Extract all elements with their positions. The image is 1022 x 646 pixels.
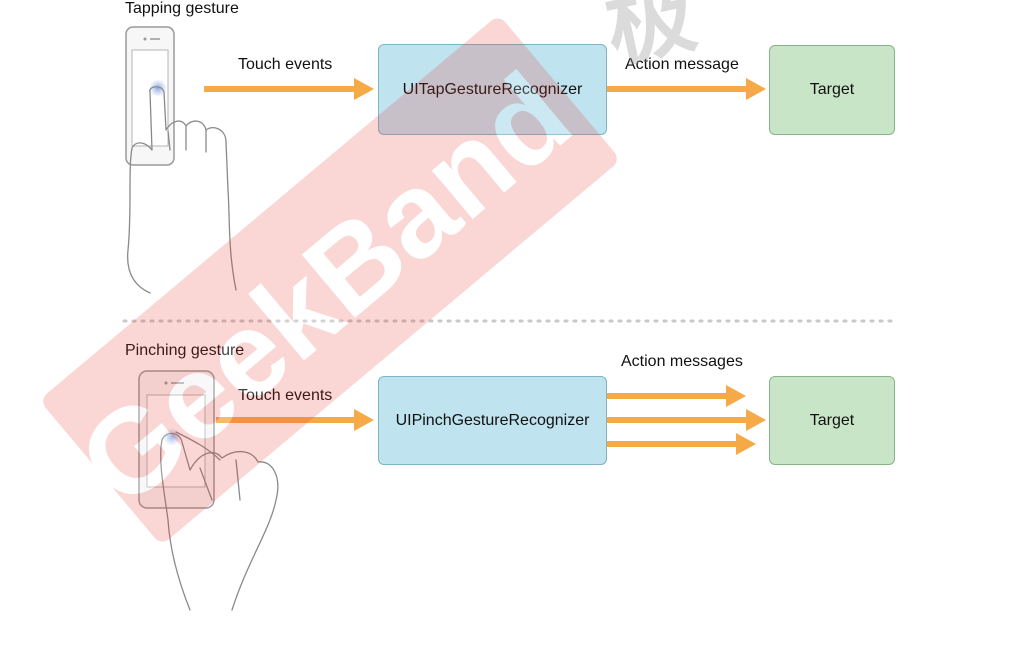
target-label: Target	[809, 81, 855, 98]
action-messages-label: Action messages	[621, 353, 743, 370]
tap-gesture-recognizer-box: UITapGestureRecognizer	[378, 44, 607, 135]
pinching-gesture-title: Pinching gesture	[125, 342, 245, 359]
pinch-hand-icon	[160, 431, 279, 611]
action-message-label: Action message	[625, 56, 739, 73]
target-box: Target	[769, 376, 895, 465]
touch-events-label: Touch events	[238, 56, 333, 73]
hand-icon	[126, 86, 237, 294]
target-box: Target	[769, 45, 895, 135]
target-label: Target	[809, 411, 855, 429]
pinch-gesture-recognizer-box: UIPinchGestureRecognizer	[378, 376, 607, 465]
touch-events-arrow	[216, 409, 374, 431]
touch-events-label: Touch events	[238, 387, 333, 404]
action-message-arrow	[607, 78, 766, 100]
recognizer-label: UIPinchGestureRecognizer	[395, 411, 590, 429]
recognizer-label: UITapGestureRecognizer	[402, 80, 583, 98]
touch-events-arrow	[204, 78, 374, 100]
tapping-gesture-title: Tapping gesture	[125, 0, 239, 17]
touch-point-icon	[149, 79, 167, 97]
action-messages-arrows	[607, 385, 766, 455]
touch-point-icon	[163, 428, 181, 446]
